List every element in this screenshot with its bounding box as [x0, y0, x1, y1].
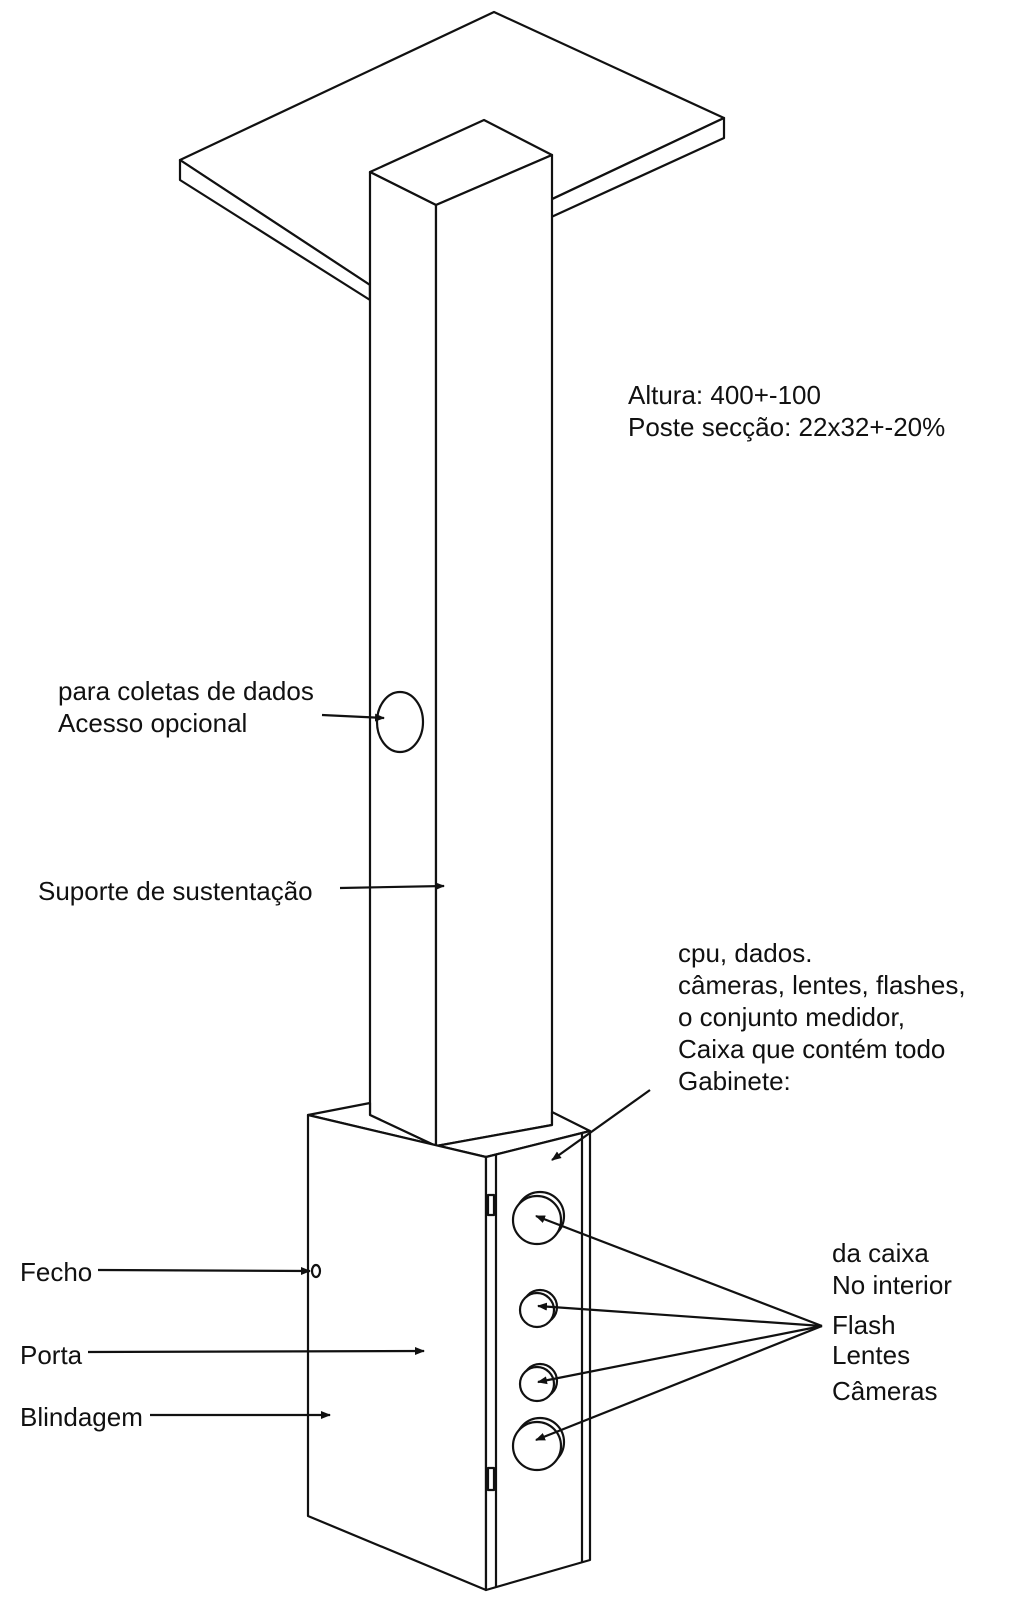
- arrow-support: [339, 882, 445, 891]
- optional-access-label-line1: para coletas de dados: [58, 676, 314, 706]
- door-label: Porta: [20, 1340, 83, 1370]
- hinge-bottom: [486, 1466, 496, 1492]
- arrow-flash: [537, 1302, 823, 1328]
- flash-label: Flash: [832, 1310, 896, 1340]
- arrow-camera-top: [535, 1214, 823, 1328]
- labels: Altura: 400+-100 Poste secção: 22x32+-20…: [20, 380, 966, 1432]
- latch-label: Fecho: [20, 1257, 92, 1287]
- armor-label: Blindagem: [20, 1402, 143, 1432]
- section-spec: Poste secção: 22x32+-20%: [628, 412, 945, 442]
- height-spec: Altura: 400+-100: [628, 380, 821, 410]
- arrow-camera-bottom: [535, 1324, 823, 1442]
- inside-label-line2: No interior: [832, 1270, 952, 1300]
- cabinet-label-line5: Gabinete:: [678, 1066, 791, 1096]
- arrow-optional-access: [321, 713, 385, 722]
- arrow-latch: [97, 1266, 311, 1275]
- leader-arrows: [87, 713, 823, 1442]
- cabinet-box: [306, 1101, 592, 1592]
- hinge-top: [486, 1193, 496, 1217]
- cabinet-label-line1: cpu, dados.: [678, 938, 812, 968]
- support-pole: [368, 118, 554, 1148]
- optional-access-port: [375, 690, 425, 754]
- support-label: Suporte de sustentação: [38, 876, 313, 906]
- cameras-label: Câmeras: [832, 1376, 937, 1406]
- cabinet-label-line2: câmeras, lentes, flashes,: [678, 970, 966, 1000]
- arrow-cabinet: [551, 1089, 651, 1161]
- arrow-door: [87, 1347, 425, 1356]
- lens-group: [511, 1190, 566, 1472]
- lenses-label: Lentes: [832, 1340, 910, 1370]
- optional-access-label-line2: Acesso opcional: [58, 708, 247, 738]
- cabinet-label-line4: Caixa que contém todo: [678, 1034, 945, 1064]
- cabinet-label-line3: o conjunto medidor,: [678, 1002, 905, 1032]
- arrow-lens: [537, 1324, 823, 1385]
- inside-label-line1: da caixa: [832, 1238, 929, 1268]
- latch-icon: [310, 1263, 322, 1279]
